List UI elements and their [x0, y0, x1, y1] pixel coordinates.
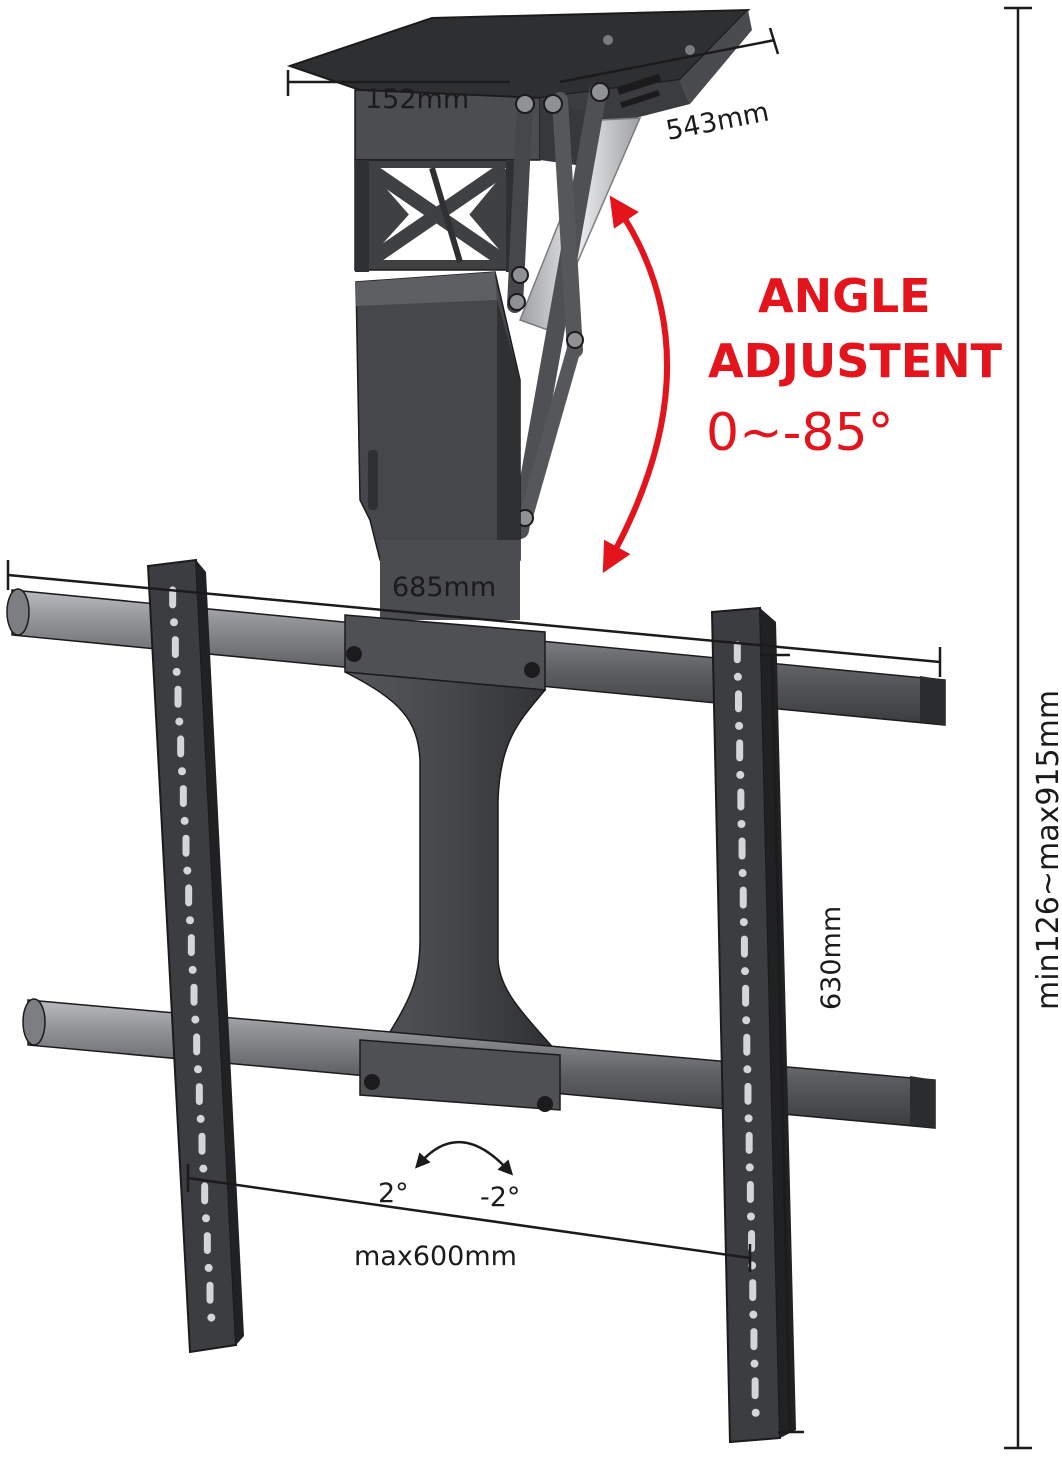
- vesa-slot-hole: [751, 1377, 759, 1400]
- vesa-slot-hole: [203, 1232, 211, 1255]
- vesa-slot-hole: [745, 1163, 754, 1172]
- vesa-slot-hole: [737, 819, 746, 828]
- swivel-left-label: 2°: [378, 1178, 409, 1209]
- vesa-slot-hole: [745, 1131, 753, 1154]
- swivel-right-label: -2°: [480, 1182, 520, 1213]
- vesa-slot-hole: [746, 1212, 755, 1221]
- vesa-slot-hole: [740, 935, 748, 958]
- angle-arrow: [602, 195, 670, 574]
- vesa-slot-hole: [739, 918, 748, 927]
- vesa-slot-hole: [733, 641, 741, 664]
- vesa-slot-hole: [738, 869, 747, 878]
- vesa-slot-hole: [746, 1180, 754, 1203]
- vesa-slot-hole: [179, 785, 187, 808]
- vesa-slot-hole: [736, 770, 745, 779]
- vesa-slot-hole: [749, 1310, 758, 1319]
- vesa-slot-hole: [172, 667, 181, 676]
- vesa-slot-hole: [169, 586, 177, 609]
- angle-range-label: 0~-85°: [706, 403, 894, 463]
- vesa-slot-hole: [187, 934, 195, 957]
- vesa-slot-hole: [743, 1033, 751, 1056]
- vesa-slot-hole: [751, 1408, 760, 1417]
- vesa-slot-hole: [196, 1114, 205, 1123]
- drop-range-label: min126~max915mm: [1031, 690, 1062, 1010]
- vesa-slot-hole: [193, 1033, 201, 1056]
- dimension-lines: [6, 6, 1032, 1450]
- vertical-arm: [355, 271, 521, 620]
- vesa-slot-hole: [743, 1065, 752, 1074]
- vesa-slot-hole: [174, 685, 182, 708]
- vesa-slot-hole: [194, 1065, 202, 1074]
- vesa-slot-hole: [201, 1182, 209, 1205]
- vesa-slot-hole: [190, 983, 198, 1006]
- vesa-slot-hole: [202, 1214, 210, 1223]
- vesa-slot-hole: [191, 1015, 200, 1024]
- vesa-slot-hole: [188, 965, 197, 974]
- vesa-slot-hole: [185, 884, 193, 907]
- top-rail: [6, 588, 946, 726]
- vesa-slot-hole: [198, 1132, 206, 1155]
- vesa-slot-hole: [742, 1016, 751, 1025]
- tilt-mechanism: [507, 82, 642, 539]
- angle-title-line1: ANGLE: [758, 269, 931, 323]
- vesa-slot-hole: [735, 721, 744, 730]
- vesa-slot-hole: [736, 739, 744, 762]
- vesa-slot-hole: [178, 767, 186, 776]
- vesa-slot-hole: [741, 967, 750, 976]
- angle-title-line2: ADJUSTENT: [708, 334, 1003, 388]
- vesa-slot-hole: [749, 1279, 757, 1302]
- vesa-slot-hole: [171, 636, 179, 659]
- vesa-slot-hole: [199, 1164, 208, 1173]
- vesa-slot-hole: [180, 816, 189, 825]
- plate-height-label: 630mm: [816, 906, 847, 1010]
- vesa-slot-hole: [744, 1114, 753, 1123]
- left-vesa-strip: [146, 558, 244, 1354]
- vesa-slot-hole: [207, 1313, 216, 1322]
- vesa-slot-hole: [737, 788, 745, 811]
- vesa-slot-hole: [175, 717, 184, 726]
- vesa-slot-hole: [170, 618, 178, 627]
- vesa-slot-hole: [204, 1263, 213, 1272]
- vesa-slot-hole: [750, 1359, 759, 1368]
- vesa-slot-hole: [739, 886, 747, 909]
- vesa-slot-hole: [744, 1082, 752, 1105]
- vesa-slot-hole: [182, 834, 190, 857]
- vesa-slot-hole: [177, 735, 185, 758]
- vesa-slot-hole: [183, 866, 192, 875]
- rail-width-label: 685mm: [392, 572, 496, 603]
- vesa-max-label: max600mm: [354, 1241, 517, 1272]
- vesa-slot-hole: [195, 1083, 203, 1106]
- center-plate: [344, 671, 557, 1051]
- vesa-slot-hole: [733, 672, 742, 681]
- vesa-slot-hole: [206, 1281, 214, 1304]
- vesa-slot-hole: [738, 837, 746, 860]
- vesa-slot-hole: [186, 916, 194, 925]
- vesa-slot-hole: [734, 690, 742, 713]
- top-width-label: 152mm: [365, 84, 469, 115]
- vesa-slot-hole: [742, 984, 750, 1007]
- vesa-slot-hole: [750, 1328, 758, 1351]
- right-vesa-strip: [710, 606, 796, 1444]
- bottom-rail: [22, 998, 936, 1129]
